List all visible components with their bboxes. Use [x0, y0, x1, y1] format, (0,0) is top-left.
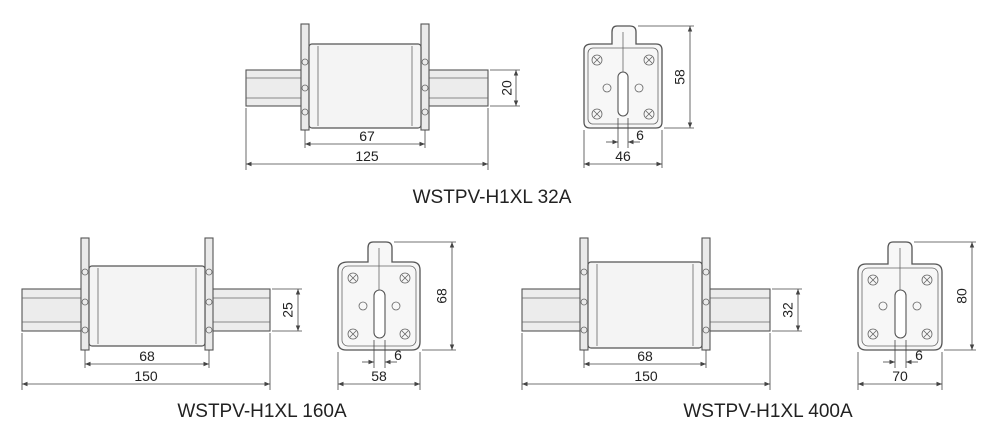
dim-end-height-160a: 68: [434, 288, 450, 304]
dim-overall-length-32a: 125: [355, 148, 379, 164]
dim-overall-length-400a: 150: [634, 368, 658, 384]
dim-end-width-160a: 58: [371, 368, 387, 384]
model-400a: 68 150 32 80 6: [521, 237, 976, 422]
dim-slot-160a: 6: [394, 347, 402, 363]
side-view-32a: 67 125 20: [245, 23, 520, 170]
dim-end-width-32a: 46: [615, 148, 631, 164]
dim-body-length-32a: 67: [359, 128, 375, 144]
model-32a: 67 125 20 58: [245, 23, 694, 208]
dim-overall-length-160a: 150: [134, 368, 158, 384]
side-view-400a: 68 150 32: [521, 237, 802, 390]
dim-body-length-160a: 68: [139, 348, 155, 364]
model-160a: 68 150 25 68 6: [21, 237, 456, 422]
end-view-400a: 80 6 70: [857, 241, 976, 390]
model-caption-32a: WSTPV-H1XL 32A: [413, 187, 572, 208]
dim-body-length-400a: 68: [637, 348, 653, 364]
dim-slot-400a: 6: [915, 347, 923, 363]
dim-blade-height-32a: 20: [499, 80, 515, 96]
dim-end-height-400a: 80: [954, 288, 970, 304]
end-view-160a: 68 6 58: [337, 241, 456, 390]
model-caption-400a: WSTPV-H1XL 400A: [683, 401, 853, 422]
dim-end-height-32a: 58: [672, 69, 688, 85]
end-view-32a: 58 6 46: [583, 25, 694, 168]
dim-blade-height-400a: 32: [780, 302, 796, 318]
dim-blade-height-160a: 25: [280, 302, 296, 318]
side-view-160a: 68 150 25: [21, 237, 302, 390]
dim-slot-32a: 6: [636, 127, 644, 143]
model-caption-160a: WSTPV-H1XL 160A: [177, 401, 347, 422]
dim-end-width-400a: 70: [892, 368, 908, 384]
